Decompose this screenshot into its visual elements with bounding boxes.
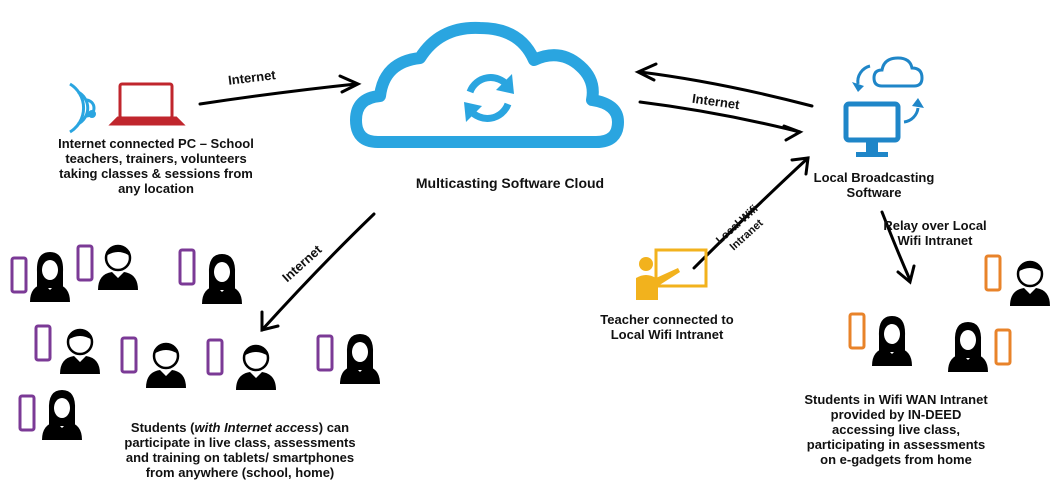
students-wifi-description: Students in Wifi WAN Intranet provided b… <box>786 392 1006 467</box>
monitor-icon <box>843 101 901 157</box>
students-internet-line: participate in live class, assessments <box>124 435 356 450</box>
arrow-teacher-to-software <box>692 156 810 270</box>
arrows <box>198 62 916 332</box>
female-student-icon <box>30 252 70 302</box>
smartphone-icon <box>984 254 1002 292</box>
female-student-icon <box>948 322 988 372</box>
arrow-relay <box>880 210 912 282</box>
female-student-icon <box>872 316 912 366</box>
students-internet-pre: Students ( <box>130 420 195 435</box>
cloud-label: Multicasting Software Cloud <box>415 175 605 191</box>
smartphone-icon <box>848 312 866 350</box>
relay-label: Relay over Local Wifi Intranet <box>868 218 1002 248</box>
students-wifi-line: Students in Wifi WAN Intranet <box>804 392 988 407</box>
smartphone-icon <box>76 244 94 282</box>
smartphone-icon <box>178 248 196 286</box>
small-cloud-icon <box>852 56 924 124</box>
female-student-icon <box>340 334 380 384</box>
students-internet-description: Students (with Internet access) can part… <box>90 420 390 480</box>
female-student-icon <box>202 254 242 304</box>
students-internet-line: and training on tablets/ smartphones <box>125 450 355 465</box>
pc-description: Internet connected PC – School teachers,… <box>30 136 282 196</box>
smartphone-icon <box>18 394 36 432</box>
arrow-cloud-to-students <box>260 212 376 332</box>
male-student-icon <box>1008 260 1052 308</box>
smartphone-icon <box>10 256 28 294</box>
teacher-line: Local Wifi Intranet <box>610 327 724 342</box>
students-group <box>10 244 1052 440</box>
pc-line: teachers, trainers, volunteers <box>65 151 247 166</box>
arrow-pc-to-cloud <box>198 82 358 106</box>
laptop-icon <box>108 82 186 126</box>
smartphone-icon <box>206 338 224 376</box>
pc-line: taking classes & sessions from <box>59 166 253 181</box>
students-internet-line: from anywhere (school, home) <box>145 465 335 480</box>
pc-line: Internet connected PC – School <box>58 136 254 151</box>
students-internet-line: Students (with Internet access) can <box>90 420 390 435</box>
smartphone-icon <box>120 336 138 374</box>
relay-line: Relay over Local <box>883 218 987 233</box>
teacher-label: Teacher connected to Local Wifi Intranet <box>582 312 752 342</box>
arrow-software-to-cloud <box>638 70 814 108</box>
male-student-icon <box>144 342 188 390</box>
smartphone-icon <box>994 328 1012 366</box>
female-student-icon <box>42 390 82 440</box>
male-student-icon <box>96 244 140 292</box>
wifi-icon <box>69 82 96 134</box>
local-software-line: Local Broadcasting <box>813 170 935 185</box>
students-wifi-line: provided by IN-DEED <box>830 407 962 422</box>
students-wifi-line: on e-gadgets from home <box>820 452 972 467</box>
male-student-icon <box>58 328 102 376</box>
students-wifi-line: participating in assessments <box>806 437 986 452</box>
relay-line: Wifi Intranet <box>897 233 973 248</box>
arrow-cloud-to-software <box>638 100 802 134</box>
cloud-icon <box>350 21 624 148</box>
teacher-line: Teacher connected to <box>600 312 734 327</box>
teacher-icon <box>636 248 708 300</box>
students-internet-post: ) can <box>318 420 350 435</box>
male-student-icon <box>234 344 278 392</box>
smartphone-icon <box>34 324 52 362</box>
local-software-line: Software <box>846 185 902 200</box>
sync-icon <box>464 74 514 122</box>
local-software-label: Local Broadcasting Software <box>800 170 948 200</box>
students-wifi-line: accessing live class, <box>832 422 960 437</box>
students-internet-em: with Internet access <box>194 420 319 435</box>
smartphone-icon <box>316 334 334 372</box>
pc-line: any location <box>118 181 194 196</box>
